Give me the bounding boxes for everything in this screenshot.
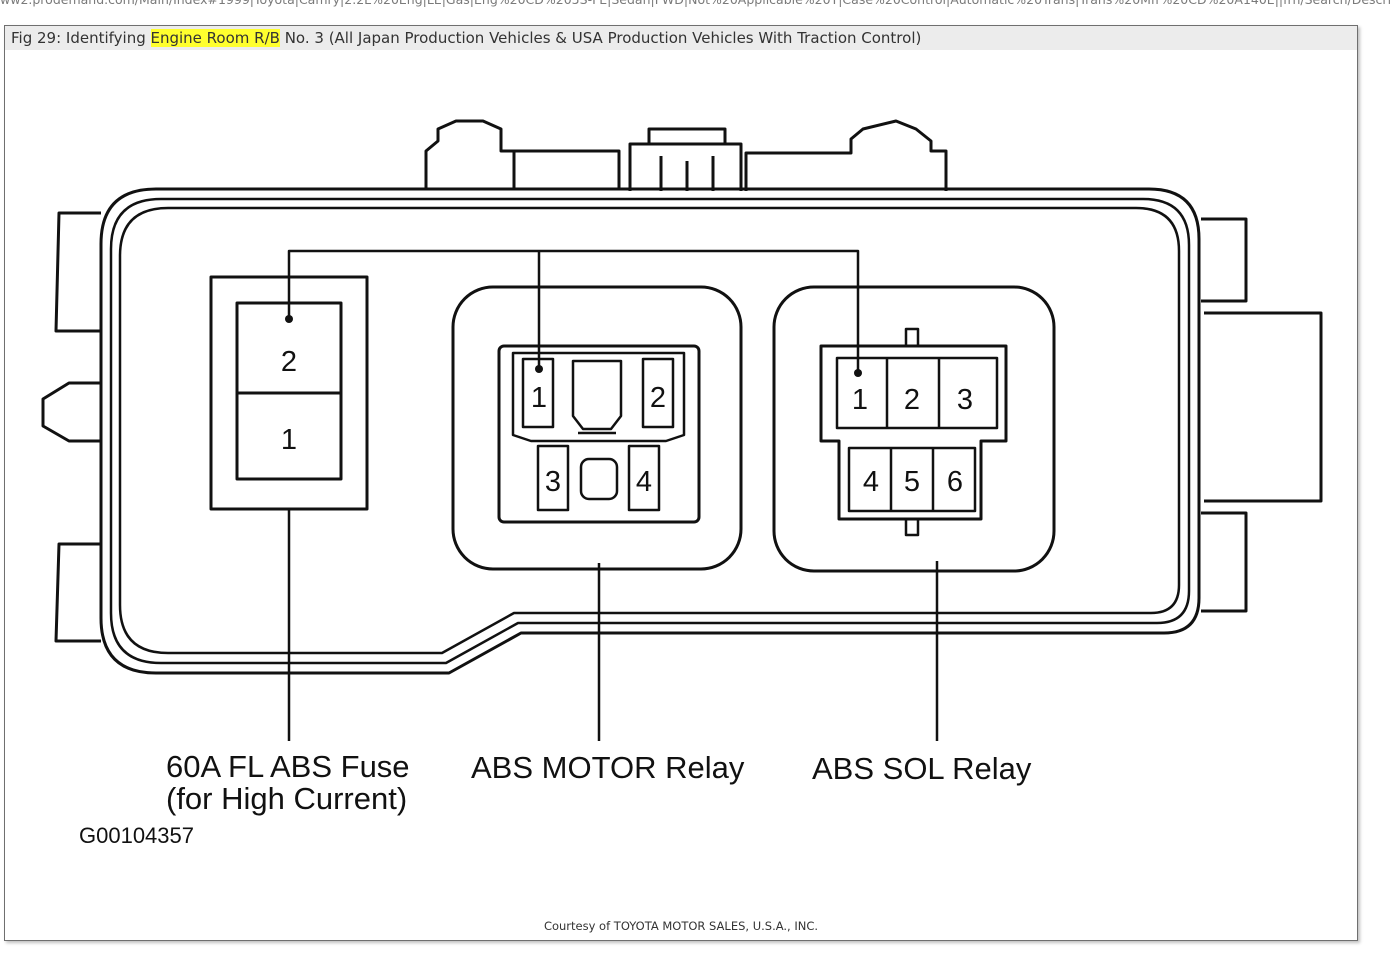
label-sol-relay: ABS SOL Relay xyxy=(812,751,1032,786)
figure-caption: Fig 29: Identifying Engine Room R/B No. … xyxy=(5,26,1357,50)
right-tab-top xyxy=(1201,217,1248,303)
sol-relay-terminal-2: 2 xyxy=(904,384,920,416)
motor-relay-terminal-2: 2 xyxy=(650,382,666,414)
caption-suffix: No. 3 (All Japan Production Vehicles & U… xyxy=(279,29,922,47)
sol-relay-terminal-4: 4 xyxy=(863,466,879,498)
top-connector-left xyxy=(424,119,516,189)
top-connector-right xyxy=(744,119,948,191)
right-tab-connector xyxy=(1204,311,1323,503)
figure-code: G00104357 xyxy=(79,823,194,848)
abs-sol-relay-housing xyxy=(772,285,1056,573)
label-fuse-line2: (for High Current) xyxy=(166,781,407,816)
right-tab-bottom xyxy=(1201,511,1248,613)
left-tab-top xyxy=(54,211,101,333)
abs-motor-relay-socket xyxy=(497,344,701,524)
left-tab-bottom xyxy=(54,542,101,643)
housing-inner xyxy=(118,206,1181,655)
housing-outer xyxy=(99,187,1201,675)
sol-relay-terminal-6: 6 xyxy=(947,466,963,498)
fuse-terminal-1: 1 xyxy=(281,424,297,456)
label-fuse-line1: 60A FL ABS Fuse xyxy=(166,749,410,784)
courtesy-note: Courtesy of TOYOTA MOTOR SALES, U.S.A., … xyxy=(543,919,819,933)
sol-relay-terminal-3: 3 xyxy=(957,384,973,416)
abs-sol-relay-socket xyxy=(819,344,1008,521)
motor-relay-terminal-3: 3 xyxy=(545,466,561,498)
label-motor-relay: ABS MOTOR Relay xyxy=(471,750,745,785)
caption-highlight: Engine Room R/B xyxy=(150,29,280,47)
top-connector-center xyxy=(628,127,743,191)
caption-prefix: Fig 29: Identifying xyxy=(11,29,151,47)
sol-relay-terminal-1: 1 xyxy=(852,384,868,416)
abs-motor-relay-housing xyxy=(451,285,743,571)
figure-panel: Fig 29: Identifying Engine Room R/B No. … xyxy=(4,25,1358,941)
motor-relay-terminal-4: 4 xyxy=(636,466,652,498)
terminal-connection-line xyxy=(287,249,860,373)
housing-middle xyxy=(109,197,1191,665)
sol-relay-terminal-5: 5 xyxy=(904,466,920,498)
left-tab-middle xyxy=(41,381,101,443)
url-bar[interactable]: ww2.prodemand.com/Main/Index#1999|Toyota… xyxy=(0,0,1392,10)
fuse-terminal-2: 2 xyxy=(281,346,297,378)
motor-relay-terminal-1: 1 xyxy=(531,382,547,414)
top-connector-left-body xyxy=(514,149,621,189)
